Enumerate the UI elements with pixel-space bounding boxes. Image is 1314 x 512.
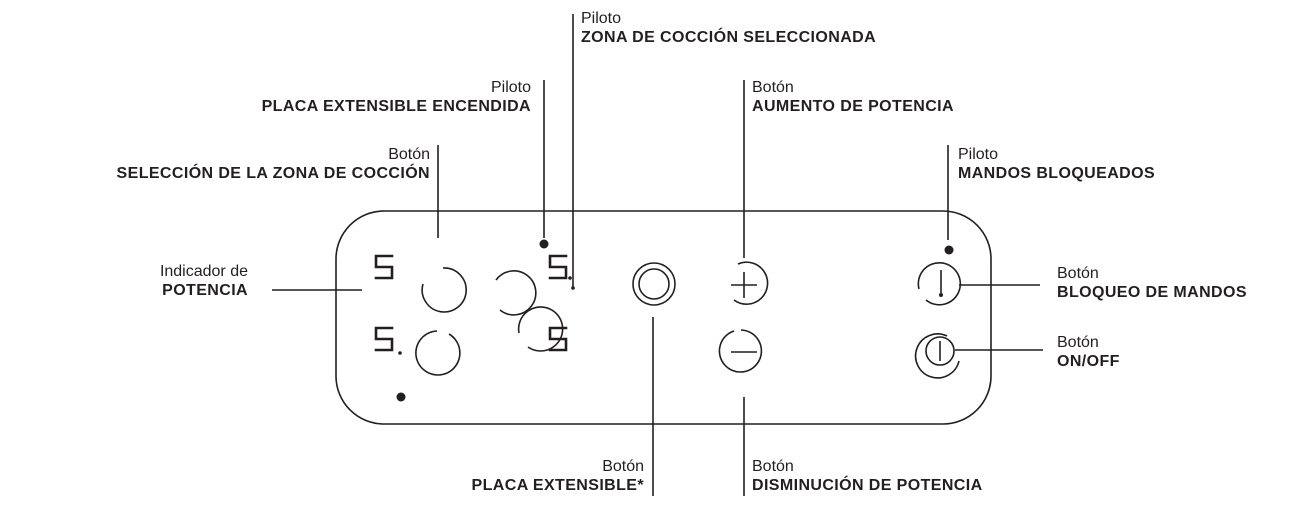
label-sub: Indicador de <box>159 263 248 280</box>
label-main: BLOQUEO DE MANDOS <box>1057 284 1247 302</box>
label-main: SELECCIÓN DE LA ZONA DE COCCIÓN <box>116 165 430 183</box>
power-display-top-right <box>548 254 568 280</box>
zone-button-top-right-icon[interactable] <box>495 270 537 316</box>
plus-button-icon[interactable] <box>733 261 769 305</box>
pilot-placa-encendida-dot <box>539 239 549 249</box>
lock-button-icon[interactable] <box>917 262 962 306</box>
power-display-bottom-right <box>548 326 568 352</box>
label-sub: Piloto <box>490 79 531 96</box>
label-placa-encendida: Piloto PLACA EXTENSIBLE ENCENDIDA <box>262 78 531 116</box>
label-indicador-potencia: Indicador de POTENCIA <box>160 262 248 300</box>
pilot-bottom-left-dot <box>396 392 406 402</box>
label-bloqueo-mandos: Botón BLOQUEO DE MANDOS <box>1057 264 1247 302</box>
label-main: ZONA DE COCCIÓN SELECCIONADA <box>581 29 877 47</box>
label-seleccion-zona: Botón SELECCIÓN DE LA ZONA DE COCCIÓN <box>117 145 430 183</box>
display-bottom-left-dp <box>398 351 402 355</box>
label-aumento: Botón AUMENTO DE POTENCIA <box>752 78 954 116</box>
label-main: PLACA EXTENSIBLE ENCENDIDA <box>261 98 531 116</box>
label-sub: Piloto <box>958 146 999 163</box>
label-sub: Botón <box>752 79 794 96</box>
label-mandos-bloqueados: Piloto MANDOS BLOQUEADOS <box>958 145 1155 183</box>
pilot-mandos-bloqueados-dot <box>944 245 954 255</box>
power-inner-ring <box>925 336 955 366</box>
minus-button-icon[interactable] <box>718 329 763 373</box>
zone-button-top-left-icon[interactable] <box>421 267 467 313</box>
label-main: PLACA EXTENSIBLE* <box>471 477 644 495</box>
power-display-top-left <box>374 254 394 280</box>
label-main: AUMENTO DE POTENCIA <box>752 98 954 116</box>
label-sub: Botón <box>602 458 644 475</box>
power-display-bottom-left <box>374 326 394 352</box>
extensible-plate-inner-ring <box>638 268 670 300</box>
label-disminucion: Botón DISMINUCIÓN DE POTENCIA <box>752 457 983 495</box>
label-onoff: Botón ON/OFF <box>1057 333 1120 371</box>
zone-button-bottom-right-icon[interactable] <box>517 306 564 352</box>
label-main: POTENCIA <box>162 282 248 300</box>
label-sub: Botón <box>388 146 430 163</box>
label-placa-extensible: Botón PLACA EXTENSIBLE* <box>472 457 644 495</box>
label-main: DISMINUCIÓN DE POTENCIA <box>752 477 983 495</box>
extensible-plate-button-icon[interactable] <box>632 262 676 306</box>
label-sub: Piloto <box>581 10 622 27</box>
label-sub: Botón <box>1057 265 1099 282</box>
label-main: ON/OFF <box>1057 353 1120 371</box>
label-sub: Botón <box>1057 334 1099 351</box>
power-button-icon[interactable] <box>914 333 960 379</box>
control-panel-outline <box>335 210 992 425</box>
label-zona-seleccionada: Piloto ZONA DE COCCIÓN SELECCIONADA <box>581 9 876 47</box>
zone-button-bottom-left-icon[interactable] <box>415 330 461 376</box>
lock-stem-dot <box>939 293 943 297</box>
display-top-right-dp <box>568 276 572 280</box>
pilot-zona-seleccionada-dot <box>571 286 575 290</box>
label-sub: Botón <box>752 458 794 475</box>
label-main: MANDOS BLOQUEADOS <box>958 165 1156 183</box>
